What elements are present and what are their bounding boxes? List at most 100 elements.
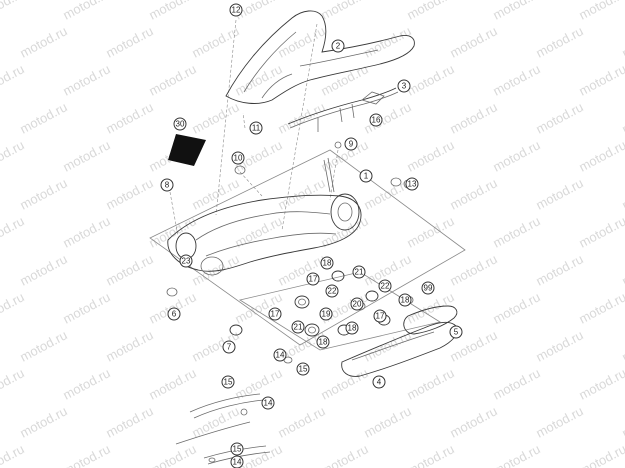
watermark-text: motod.ru	[17, 23, 69, 60]
watermark-text: motod.ru	[103, 327, 155, 364]
watermark-text: motod.ru	[60, 441, 112, 468]
watermark-text: motod.ru	[576, 137, 625, 174]
watermark-text: motod.ru	[189, 175, 241, 212]
watermark-text: motod.ru	[318, 0, 370, 23]
watermark-text: motod.ru	[490, 289, 542, 326]
callout-23: 23	[179, 254, 193, 268]
watermark-text: motod.ru	[146, 61, 198, 98]
watermark-text: motod.ru	[361, 327, 413, 364]
watermark-text: motod.ru	[275, 251, 327, 288]
watermark-text: motod.ru	[17, 99, 69, 136]
watermark-text: motod.ru	[146, 213, 198, 250]
watermark-text: motod.ru	[576, 213, 625, 250]
callout-3: 3	[397, 79, 411, 93]
bearing-kit-box	[238, 271, 442, 351]
svg-text:14: 14	[264, 399, 273, 408]
watermark-text: motod.ru	[60, 61, 112, 98]
watermark-text: motod.ru	[576, 289, 625, 326]
watermark-text: motod.ru	[103, 23, 155, 60]
svg-text:19: 19	[322, 310, 331, 319]
watermark-text: motod.ru	[232, 61, 284, 98]
watermark-text: motod.ru	[533, 99, 585, 136]
svg-text:12: 12	[232, 6, 241, 15]
svg-text:11: 11	[252, 124, 261, 133]
callout-30: 30	[173, 117, 187, 131]
watermark-text: motod.ru	[146, 365, 198, 402]
watermark-text: motod.ru	[447, 175, 499, 212]
watermark-text: motod.ru	[404, 441, 456, 468]
watermark-text: motod.ru	[404, 213, 456, 250]
watermark-text: motod.ru	[60, 289, 112, 326]
watermark-text: motod.ru	[404, 137, 456, 174]
watermark-text: motod.ru	[447, 403, 499, 440]
svg-text:17: 17	[271, 310, 280, 319]
swingarm-part	[167, 157, 413, 276]
watermark-text: motod.ru	[17, 327, 69, 364]
svg-text:17: 17	[376, 312, 385, 321]
callout-18c: 18	[345, 321, 359, 335]
svg-text:21: 21	[294, 323, 303, 332]
watermark-text: motod.ru	[318, 61, 370, 98]
leader-lines	[169, 19, 339, 237]
svg-text:2: 2	[336, 42, 341, 51]
watermark-text: motod.ru	[533, 23, 585, 60]
svg-text:21: 21	[355, 268, 364, 277]
callout-21a: 21	[352, 265, 366, 279]
watermark-text: motod.ru	[103, 99, 155, 136]
watermark-text: motod.ru	[361, 99, 413, 136]
svg-text:6: 6	[172, 310, 177, 319]
svg-text:16: 16	[372, 116, 381, 125]
svg-text:8: 8	[165, 181, 170, 190]
svg-text:1: 1	[364, 172, 369, 181]
svg-text:10: 10	[234, 154, 243, 163]
callout-2: 2	[331, 39, 345, 53]
callout-12: 12	[229, 3, 243, 17]
watermark-text: motod.ru	[576, 61, 625, 98]
watermark-text: motod.ru	[60, 365, 112, 402]
watermark-text: motod.ru	[619, 251, 625, 288]
callout-14c: 14	[230, 455, 244, 468]
svg-text:22: 22	[328, 287, 337, 296]
callout-19: 19	[319, 307, 333, 321]
watermark-text: motod.ru	[0, 441, 27, 468]
watermark-text: motod.ru	[0, 213, 27, 250]
watermark-text: motod.ru	[318, 441, 370, 468]
subframe-part	[225, 10, 415, 104]
callout-1: 1	[359, 169, 373, 183]
watermark-text: motod.ru	[60, 137, 112, 174]
watermark-text: motod.ru	[619, 23, 625, 60]
callout-99: 99	[421, 281, 435, 295]
main-assembly-box	[149, 149, 466, 346]
svg-text:18: 18	[319, 338, 328, 347]
callout-18b: 18	[398, 293, 412, 307]
watermark-text: motod.ru	[619, 327, 625, 364]
watermark-text: motod.ru	[275, 403, 327, 440]
watermark-text: motod.ru	[0, 289, 27, 326]
svg-text:4: 4	[377, 378, 382, 387]
callout-21b: 21	[291, 320, 305, 334]
callout-15b: 15	[221, 375, 235, 389]
watermark-text: motod.ru	[275, 23, 327, 60]
watermark-text: motod.ru	[447, 251, 499, 288]
watermark-text: motod.ru	[447, 23, 499, 60]
watermark-text: motod.ru	[232, 365, 284, 402]
watermark-text: motod.ru	[490, 365, 542, 402]
watermark-text: motod.ru	[60, 213, 112, 250]
watermark-text: motod.ru	[619, 175, 625, 212]
callout-15c: 15	[230, 442, 244, 456]
watermark-text: motod.ru	[533, 251, 585, 288]
svg-text:13: 13	[408, 180, 417, 189]
watermark-text: motod.ru	[619, 403, 625, 440]
watermark-text: motod.ru	[17, 251, 69, 288]
svg-text:17: 17	[309, 275, 318, 284]
watermark-text: motod.ru	[447, 99, 499, 136]
callout-15a: 15	[296, 362, 310, 376]
callout-6: 6	[167, 307, 181, 321]
callout-8: 8	[160, 178, 174, 192]
watermark-text: motod.ru	[0, 137, 27, 174]
callout-14b: 14	[261, 396, 275, 410]
watermark-text: motod.ru	[103, 175, 155, 212]
